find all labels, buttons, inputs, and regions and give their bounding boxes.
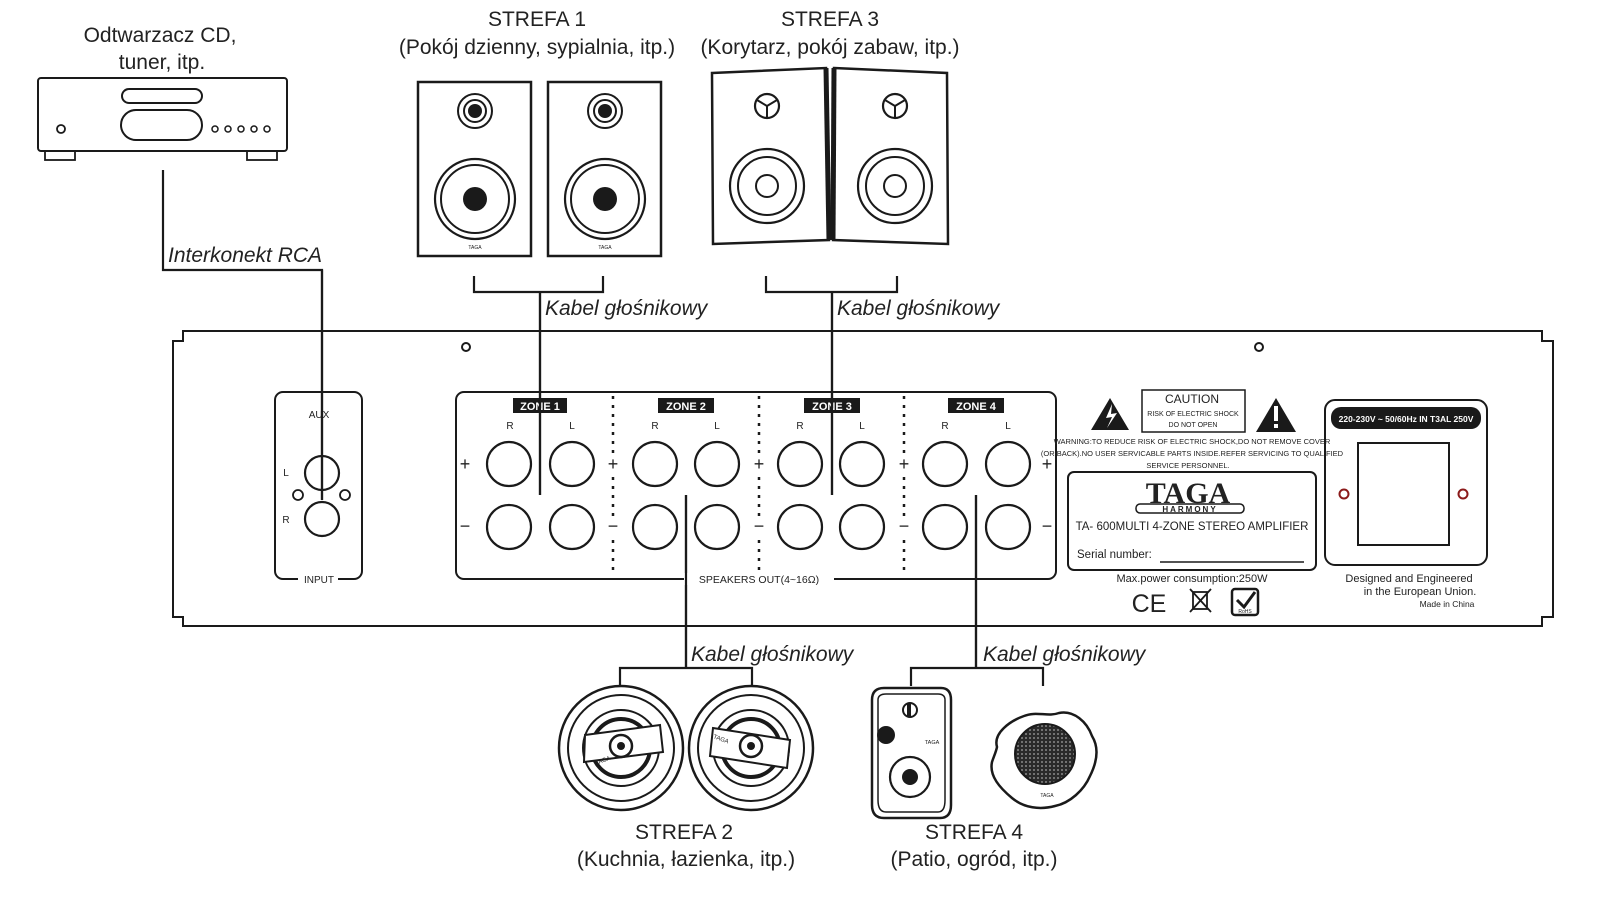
caution-sub1: RISK OF ELECTRIC SHOCK	[1147, 411, 1239, 418]
svg-text:−: −	[460, 516, 471, 536]
warning-line2: (OR BACK).NO USER SERVICABLE PARTS INSID…	[1041, 449, 1344, 458]
rca-jack-right	[303, 500, 341, 538]
aux-label: AUX	[309, 410, 330, 421]
zone2-terminals: ZONE 2 R L	[631, 398, 741, 551]
zone4-r-label: R	[941, 421, 948, 432]
zone2-speaker-right: TAGA	[687, 684, 815, 812]
input-label: INPUT	[304, 575, 334, 586]
svg-text:+: +	[608, 454, 619, 474]
speaker-logo: TAGA	[712, 734, 729, 745]
warning-line3: SERVICE PERSONNEL.	[1146, 461, 1229, 470]
disc-tray	[121, 88, 203, 104]
svg-text:−: −	[899, 516, 910, 536]
zone2-r-label: R	[651, 421, 658, 432]
zone2-terminal-label: ZONE 2	[666, 401, 706, 413]
svg-text:+: +	[754, 454, 765, 474]
zone4-subtitle: (Patio, ogród, itp.)	[891, 848, 1058, 871]
zone3-cable-fork	[764, 276, 899, 294]
iec-socket	[1357, 442, 1450, 546]
source-device-label-line2: tuner, itp.	[119, 51, 205, 74]
zone1-cable-fork	[472, 276, 605, 294]
zone1-speakers: TAGA TAGA	[416, 80, 663, 258]
weee-bin-icon	[1189, 588, 1212, 613]
caution-label: CAUTION	[1165, 392, 1219, 406]
zone4-cable-fork	[909, 666, 1045, 686]
zone2-title: STREFA 2	[635, 821, 733, 844]
svg-text:−: −	[754, 516, 765, 536]
speaker-terminals-panel: SPEAKERS OUT(4~16Ω) + − + − + − + − + −	[455, 391, 1057, 586]
speakers-out-label: SPEAKERS OUT(4~16Ω)	[699, 574, 819, 586]
brand-sub: HARMONY	[1162, 505, 1217, 514]
caution-block: CAUTION RISK OF ELECTRIC SHOCK DO NOT OP…	[1041, 389, 1344, 470]
mains-rating-label: 220-230V ~ 50/60Hz IN T3AL 250V	[1339, 414, 1474, 424]
zone4-cable-label: Kabel głośnikowy	[983, 643, 1147, 666]
zone2-speakers: TAGA TAGA	[557, 684, 815, 812]
zone4-title: STREFA 4	[925, 821, 1023, 844]
zone2-cable-label: Kabel głośnikowy	[691, 643, 855, 666]
zone3-speakers	[710, 66, 950, 246]
svg-text:+: +	[1042, 454, 1053, 474]
aux-r-label: R	[282, 515, 289, 526]
caution-sub2: DO NOT OPEN	[1169, 422, 1218, 429]
ce-mark: CE	[1132, 590, 1167, 618]
speaker-logo: TAGA	[925, 740, 940, 746]
speaker-logo: TAGA	[1040, 793, 1054, 799]
serial-label: Serial number:	[1077, 549, 1152, 561]
svg-text:+: +	[899, 454, 910, 474]
rohs-label: RoHS	[1238, 609, 1252, 615]
zone4-terminal-label: ZONE 4	[956, 401, 997, 413]
model-label: TA- 600MULTI 4-ZONE STEREO AMPLIFIER	[1076, 521, 1309, 533]
speaker-logo: TAGA	[598, 245, 612, 251]
zone4-rock-speaker: TAGA	[990, 711, 1098, 810]
svg-text:−: −	[1042, 516, 1053, 536]
zone4-outdoor-speaker: TAGA	[870, 686, 953, 820]
zone3-speaker-left	[710, 66, 832, 246]
source-device-label-line1: Odtwarzacz CD,	[84, 24, 237, 47]
made-in-label: Made in China	[1420, 599, 1475, 609]
designed-line1: Designed and Engineered	[1345, 573, 1472, 585]
zone3-title: STREFA 3	[781, 8, 879, 31]
aux-input-panel: AUX INPUT L R	[274, 391, 363, 586]
warning-line1: WARNING:TO REDUCE RISK OF ELECTRIC SHOCK…	[1054, 437, 1331, 446]
zone4-speakers: TAGA TAGA	[870, 686, 1098, 820]
zone2-l-label: L	[714, 421, 720, 432]
amplifier-rear-panel: AUX INPUT L R SPEAKERS OUT(4~16Ω)	[172, 270, 1554, 668]
zone1-l-label: L	[569, 421, 575, 432]
designed-line2: in the European Union.	[1364, 586, 1477, 598]
zone3-l-label: L	[859, 421, 865, 432]
zone1-cable-label: Kabel głośnikowy	[545, 297, 709, 320]
zone1-subtitle: (Pokój dzienny, sypialnia, itp.)	[399, 36, 675, 59]
speaker-logo: TAGA	[595, 756, 612, 767]
display-window	[120, 109, 203, 141]
aux-l-label: L	[283, 468, 289, 479]
zone1-title: STREFA 1	[488, 8, 586, 31]
zone2-subtitle: (Kuchnia, łazienka, itp.)	[577, 848, 795, 871]
name-plate: TAGA HARMONY TA- 600MULTI 4-ZONE STEREO …	[1067, 471, 1317, 571]
svg-text:−: −	[608, 516, 619, 536]
power-consumption: Max.power consumption:250W	[1116, 573, 1268, 585]
zone2-cable-fork	[618, 666, 754, 686]
zone1-speaker-right: TAGA	[546, 80, 663, 258]
zone3-r-label: R	[796, 421, 803, 432]
power-inlet: 220-230V ~ 50/60Hz IN T3AL 250V	[1324, 399, 1488, 566]
svg-text:+: +	[460, 454, 471, 474]
speaker-logo: TAGA	[468, 245, 482, 251]
rca-cable	[161, 170, 324, 500]
zone1-r-label: R	[506, 421, 513, 432]
zone3-subtitle: (Korytarz, pokój zabaw, itp.)	[700, 36, 959, 59]
zone2-speaker-left: TAGA	[557, 684, 685, 812]
rohs-check-icon: RoHS	[1230, 587, 1260, 617]
zone4-terminals: ZONE 4 R L	[921, 398, 1032, 551]
cd-player	[37, 77, 288, 161]
zone1-speaker-left: TAGA	[416, 80, 533, 258]
rca-cable-label: Interkonekt RCA	[168, 244, 322, 267]
zone4-l-label: L	[1005, 421, 1011, 432]
zone3-cable-label: Kabel głośnikowy	[837, 297, 1001, 320]
zone3-speaker-right	[830, 66, 950, 246]
